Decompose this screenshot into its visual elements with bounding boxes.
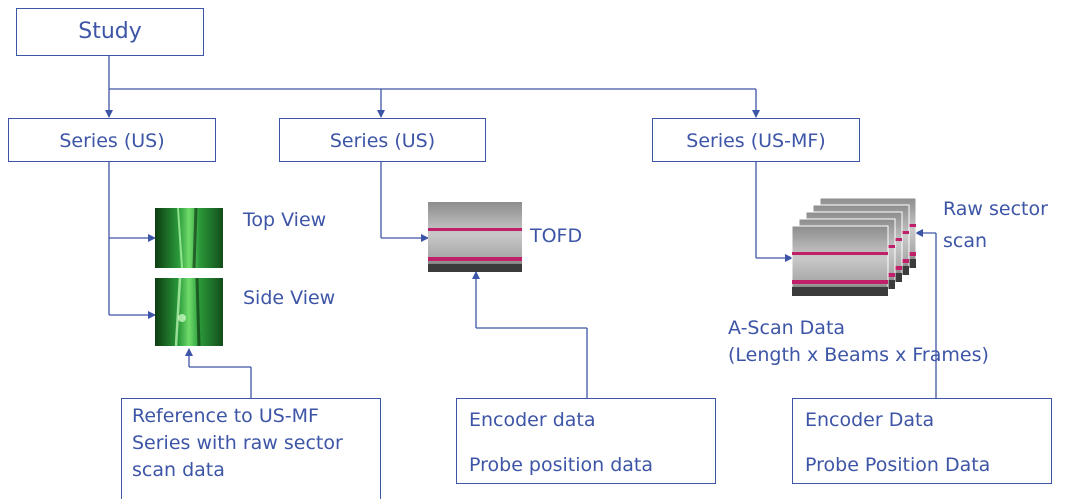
encoder-left-line1: Encoder data — [469, 409, 596, 431]
study-node: Study — [16, 8, 204, 56]
series-label-3: Series (US-MF) — [686, 130, 826, 152]
ascan-label-line1: A-Scan Data — [728, 317, 846, 339]
reference-line3: scan data — [132, 459, 225, 481]
raw-sector-label-line1: Raw sector — [943, 198, 1048, 220]
reference-note: Reference to US-MF Series with raw secto… — [121, 398, 381, 499]
encoder-note-left: Encoder data Probe position data — [456, 398, 716, 484]
series-node-2: Series (US) — [279, 118, 486, 162]
top-view-image — [155, 207, 223, 269]
reference-line1: Reference to US-MF — [132, 405, 319, 427]
series-label-1: Series (US) — [59, 130, 165, 152]
ascan-label-line2: (Length x Beams x Frames) — [728, 344, 989, 366]
tofd-image — [428, 202, 522, 272]
series-node-1: Series (US) — [8, 118, 216, 162]
ascan-stack-image — [791, 197, 917, 297]
encoder-left-line2: Probe position data — [469, 454, 654, 476]
top-view-label: Top View — [243, 209, 327, 231]
series-node-3: Series (US-MF) — [652, 118, 860, 162]
raw-sector-label-line2: scan — [943, 230, 988, 252]
series-label-2: Series (US) — [329, 130, 436, 152]
encoder-right-line1: Encoder Data — [805, 409, 935, 431]
encoder-note-right: Encoder Data Probe Position Data — [792, 398, 1052, 484]
side-view-image — [155, 277, 223, 347]
study-label: Study — [78, 19, 142, 44]
encoder-right-line2: Probe Position Data — [805, 454, 991, 476]
side-view-label: Side View — [243, 287, 336, 309]
tofd-label: TOFD — [530, 225, 583, 247]
reference-line2: Series with raw sector — [132, 432, 343, 454]
